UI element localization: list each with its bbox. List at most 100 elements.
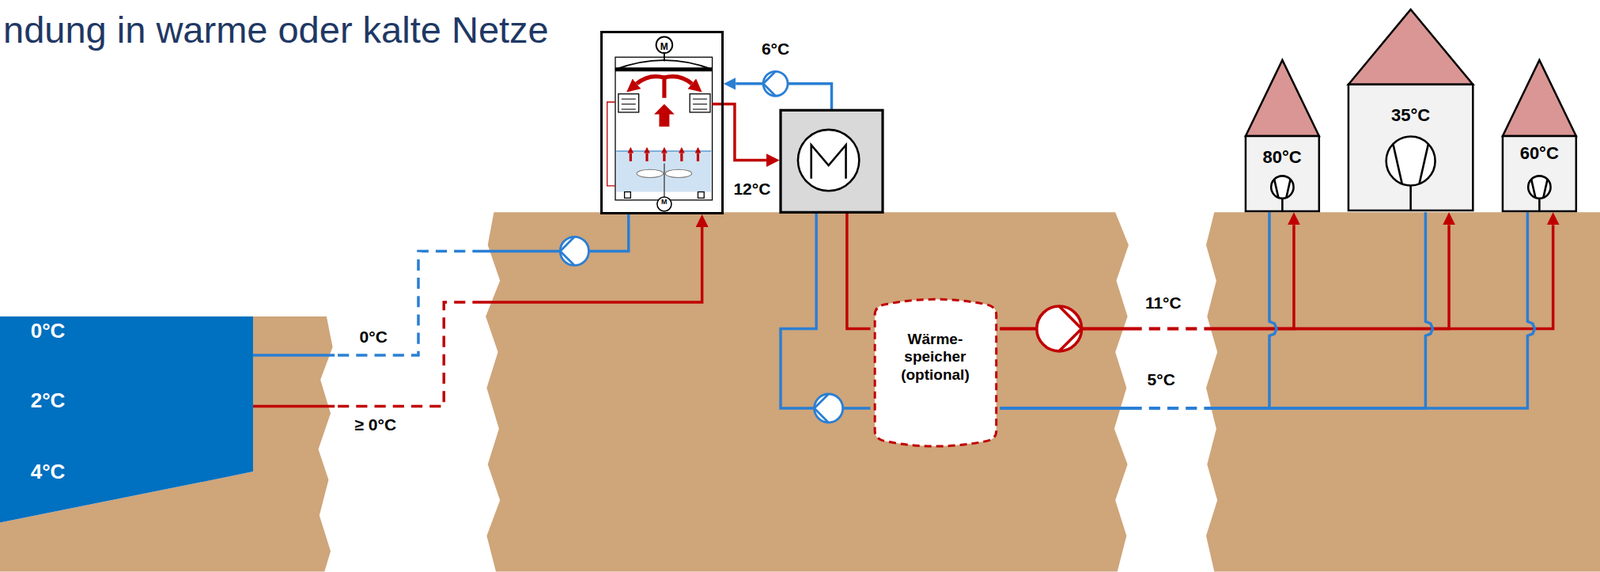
label-holder: 11°C xyxy=(1145,293,1182,314)
ice-generator-drawing xyxy=(696,153,700,162)
ice-generator-drawing xyxy=(654,104,675,127)
ice-generator-drawing xyxy=(664,76,693,84)
ice-generator-drawing xyxy=(607,102,616,186)
text-holder: 80°C xyxy=(1263,146,1302,167)
node-text: Wärme- speicher (optional) xyxy=(900,329,970,384)
ice-generator-drawing xyxy=(636,169,664,178)
ice-generator-drawing xyxy=(621,98,636,100)
ice-generator-drawing xyxy=(692,98,708,100)
ice-generator-drawing xyxy=(692,109,708,110)
pump-symbol xyxy=(559,71,1082,423)
pump-symbol xyxy=(559,236,575,265)
node-shape xyxy=(1244,58,1321,213)
heat-exchanger-pipes xyxy=(712,104,767,161)
compressor-symbol xyxy=(1528,175,1551,198)
compressor-symbol xyxy=(1281,197,1284,211)
roof xyxy=(1502,59,1577,136)
ice-generator-drawing xyxy=(624,192,632,199)
temperature-label: 5°C xyxy=(1147,369,1176,390)
ice-generator-drawing xyxy=(692,103,708,105)
house: 35°C xyxy=(1346,7,1475,212)
pump-symbol xyxy=(763,71,788,96)
gap-dashes xyxy=(1130,325,1205,333)
gap-dashes xyxy=(334,250,1204,409)
ice-generator-drawing xyxy=(621,109,636,110)
ground xyxy=(485,211,1129,572)
pump-symbol xyxy=(763,71,776,96)
temperature-label: ≥ 0°C xyxy=(354,414,397,435)
storage-outline xyxy=(874,298,997,447)
ice-generator-drawing xyxy=(663,52,666,61)
ice-generator-drawing xyxy=(615,67,713,72)
ice-generator-drawing xyxy=(636,76,665,99)
storage-tank: Wärme- speicher (optional) xyxy=(870,298,1001,447)
text-holder: 2°C xyxy=(30,388,66,413)
pump-symbol xyxy=(1036,306,1082,352)
heat-exchanger-symbol xyxy=(798,129,859,191)
house-body xyxy=(1245,136,1320,212)
node-text: 0°C xyxy=(30,319,66,345)
heat-exchanger-symbol xyxy=(811,144,847,179)
house: 60°C xyxy=(1501,58,1578,213)
label-holder: 12°C xyxy=(733,178,771,199)
text-holder: Wärme- speicher (optional) xyxy=(900,329,970,384)
label-holder: 6°C xyxy=(761,38,790,59)
house-body xyxy=(1348,84,1473,211)
ice-generator-drawing xyxy=(656,36,674,53)
node-text: 2°C xyxy=(30,388,66,413)
compressor-symbol xyxy=(1386,136,1436,186)
ice-generator-drawing xyxy=(607,36,713,212)
pump-symbol xyxy=(814,393,829,423)
ice-generator-drawing xyxy=(615,60,713,70)
node-text: 35°C xyxy=(1391,105,1430,126)
compressor-symbol xyxy=(1409,185,1412,212)
heat-exchanger-symbol xyxy=(780,109,883,212)
text-holder: 35°C xyxy=(1391,105,1430,126)
node-text: 4°C xyxy=(30,460,66,485)
node-shape xyxy=(0,316,254,523)
ice-generator-drawing xyxy=(615,56,713,201)
lake-shape: 0°C 2°C 4°C xyxy=(0,316,254,523)
house-body xyxy=(1502,136,1577,212)
ground xyxy=(1206,211,1600,572)
roof xyxy=(1348,9,1473,85)
roof xyxy=(1245,59,1320,136)
compressor-symbol xyxy=(1270,175,1294,198)
text-holder: 60°C xyxy=(1520,142,1559,163)
ice-generator-drawing xyxy=(662,153,666,162)
pump-symbol xyxy=(559,236,589,265)
pump-symbol xyxy=(1059,306,1082,352)
text-holder: 4°C xyxy=(30,460,66,485)
ice-generator-box: MM xyxy=(600,30,724,215)
house: 80°C xyxy=(1244,58,1321,213)
ice-generator-drawing xyxy=(645,153,648,162)
title-text: ndung in warme oder kalte Netze xyxy=(3,7,549,53)
node-shape xyxy=(1501,58,1578,213)
temperature-label: 11°C xyxy=(1145,293,1182,314)
compressor-symbol xyxy=(1274,178,1290,197)
ice-generator-drawing xyxy=(630,153,698,162)
ice-generator-drawing xyxy=(680,153,683,162)
node-text: M xyxy=(661,197,668,207)
temperature-label: 6°C xyxy=(761,38,790,59)
heat-exchanger-pipes xyxy=(780,211,871,409)
compressor-symbol xyxy=(1392,143,1429,185)
temperature-label: 0°C xyxy=(359,326,388,347)
heat-exchanger-pipes xyxy=(847,211,871,329)
ice-generator-drawing xyxy=(663,162,666,197)
node-text: M xyxy=(660,41,669,53)
label-holder: 5°C xyxy=(1147,369,1176,390)
node-text: 80°C xyxy=(1263,146,1302,167)
lake-water xyxy=(0,316,254,523)
text-holder: M xyxy=(660,41,669,53)
pipe-connector xyxy=(999,211,1277,409)
label-holder: 0°C xyxy=(359,326,388,347)
compressor-symbol xyxy=(1531,178,1548,197)
pipe-connector xyxy=(999,224,1553,329)
ice-generator-drawing xyxy=(665,169,693,178)
ground xyxy=(0,211,1600,572)
gap-dashes xyxy=(334,302,484,407)
ice-generator-drawing xyxy=(657,196,672,212)
